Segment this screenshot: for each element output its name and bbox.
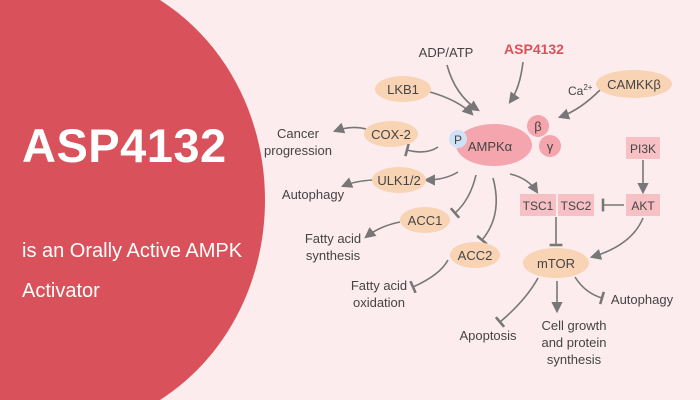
fatty-acid-synthesis-line2: synthesis: [306, 248, 361, 263]
cox2-label: COX-2: [371, 127, 411, 142]
inhibit-mtor-apoptosis: [494, 277, 539, 328]
title-panel-shape: [0, 0, 265, 400]
pathway-outcomes: Cancer progression Autophagy Fatty acid …: [264, 126, 674, 367]
tsc1-label: TSC1: [523, 199, 554, 213]
arrow-asp4132-to-ampk: [508, 61, 524, 104]
acc1-node: ACC1: [400, 207, 450, 233]
mtor-label: mTOR: [537, 256, 575, 271]
apoptosis-outcome: Apoptosis: [459, 328, 517, 343]
inhibit-acc2-oxidation: [409, 259, 449, 294]
phosphate-shape: [449, 130, 467, 148]
pi3k-label: PI3K: [630, 142, 656, 156]
lkb1-node: LKB1: [375, 76, 431, 102]
ampk-gamma-shape: [539, 135, 561, 157]
arrow-adp-to-ampk: [446, 64, 480, 112]
calcium-label: Ca2+: [568, 83, 593, 98]
arrow-ampk-to-tsc: [509, 173, 539, 194]
camkkb-label: CAMKKβ: [607, 77, 661, 92]
akt-node: AKT: [626, 194, 660, 216]
cancer-progression-line1: Cancer: [277, 126, 320, 141]
tsc1-node: TSC1: [520, 194, 556, 216]
fatty-acid-synthesis-line1: Fatty acid: [305, 231, 361, 246]
acc2-node: ACC2: [450, 242, 500, 268]
ulk12-node: ULK1/2: [372, 167, 426, 193]
autophagy-ulk-outcome: Autophagy: [282, 187, 345, 202]
adp-atp-label: ADP/ATP: [419, 45, 474, 60]
panel-subtitle-line2: Activator: [22, 280, 100, 302]
pathway-nodes: LKB1 CAMKKβ AMPKα β γ P COX-2: [364, 70, 672, 278]
ampk-complex: AMPKα β γ P: [449, 115, 561, 166]
ampk-alpha-label: AMPKα: [468, 139, 513, 154]
arrow-ulk-to-autophagy: [340, 177, 374, 188]
arrow-ampk-to-ulk: [423, 171, 459, 186]
acc2-label: ACC2: [458, 248, 493, 263]
ampk-beta-label: β: [534, 119, 541, 134]
inhibit-ampk-cox2: [404, 143, 439, 157]
ampk-gamma-label: γ: [547, 139, 554, 154]
tsc2-node: TSC2: [558, 194, 594, 216]
cell-growth-line2: and protein: [541, 335, 606, 350]
ampk-alpha-shape: [456, 124, 532, 166]
panel-title: ASP4132: [22, 119, 227, 172]
arrow-camkkb-to-ampk: [557, 89, 601, 120]
mtor-node: mTOR: [523, 248, 589, 278]
cox2-node: COX-2: [364, 121, 418, 147]
arrow-akt-to-mtor: [589, 217, 644, 260]
tsc2-label: TSC2: [561, 199, 592, 213]
acc1-label: ACC1: [408, 213, 443, 228]
arrow-acc1-to-synthesis: [364, 221, 401, 239]
inhibit-ampk-acc2: [476, 177, 498, 246]
pathway-inputs: ADP/ATP ASP4132 Ca2+: [419, 41, 593, 98]
panel-subtitle-line1: is an Orally Active AMPK: [22, 240, 243, 262]
arrow-cox2-to-cancer: [332, 122, 367, 134]
fatty-acid-oxidation-line2: oxidation: [353, 295, 405, 310]
asp4132-label: ASP4132: [504, 41, 564, 57]
akt-label: AKT: [631, 199, 655, 213]
phosphate-label: P: [454, 133, 462, 147]
arrow-lkb1-to-ampk: [429, 91, 474, 116]
autophagy-mtor-outcome: Autophagy: [611, 292, 674, 307]
inhibit-mtor-autophagy: [574, 276, 606, 305]
fatty-acid-oxidation-line1: Fatty acid: [351, 278, 407, 293]
ulk12-label: ULK1/2: [377, 173, 420, 188]
cancer-progression-line2: progression: [264, 143, 332, 158]
pathway-connectors: [332, 61, 649, 328]
inhibit-ampk-acc1: [449, 174, 477, 219]
cell-growth-line3: synthesis: [547, 352, 602, 367]
lkb1-label: LKB1: [387, 82, 419, 97]
pi3k-node: PI3K: [626, 137, 660, 159]
camkkb-node: CAMKKβ: [596, 70, 672, 98]
cell-growth-line1: Cell growth: [541, 318, 606, 333]
ampk-beta-shape: [527, 115, 549, 137]
calcium-superscript: 2+: [583, 83, 592, 92]
